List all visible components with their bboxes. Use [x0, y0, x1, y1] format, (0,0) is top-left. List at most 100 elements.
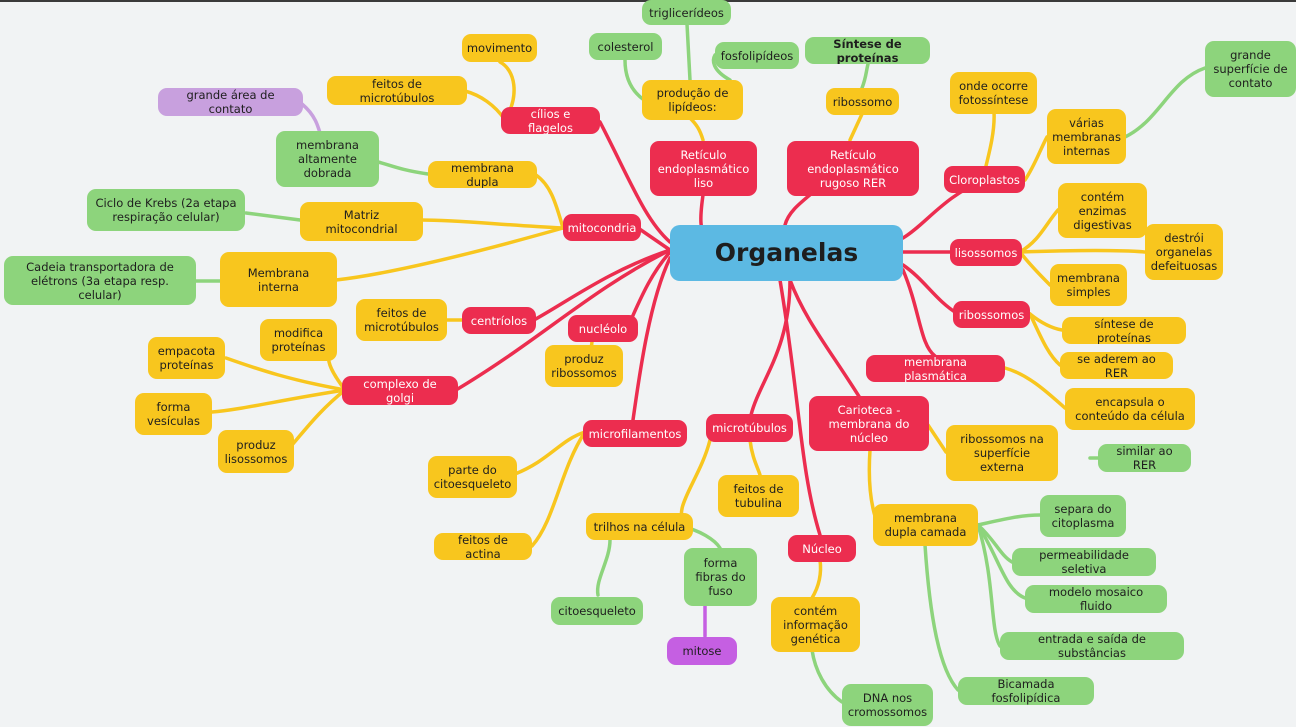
link	[976, 513, 1042, 527]
node-se-aderem[interactable]: se aderem ao RER	[1060, 352, 1173, 379]
node-grande-area[interactable]: grande área de contato	[158, 88, 303, 116]
link	[530, 430, 587, 548]
node-feitos-tubulina[interactable]: feitos de tubulina	[718, 475, 799, 517]
node-mitose[interactable]: mitose	[667, 637, 737, 665]
root-node[interactable]: Organelas	[670, 225, 903, 281]
link	[1018, 248, 1147, 254]
node-separa-citoplasma[interactable]: separa do citoplasma	[1040, 495, 1126, 537]
node-movimento[interactable]: movimento	[462, 34, 537, 62]
link	[976, 523, 1014, 564]
node-parte-citoesqueleto[interactable]: parte do citoesqueleto	[428, 456, 517, 498]
link	[810, 558, 823, 600]
link	[463, 89, 507, 122]
node-dna[interactable]: DNA nos cromossomos	[842, 684, 933, 726]
link	[788, 278, 862, 400]
node-ribossomos[interactable]: ribossomos	[953, 301, 1030, 328]
link	[860, 62, 870, 90]
node-membrana-simples[interactable]: membrana simples	[1050, 264, 1127, 306]
link	[210, 388, 347, 414]
node-membrana-interna[interactable]: Membrana interna	[220, 252, 337, 307]
node-encapsula[interactable]: encapsula o conteúdo da célula	[1065, 388, 1195, 430]
node-reticulo-liso[interactable]: Retículo endoplasmático liso	[650, 141, 757, 196]
link	[513, 430, 587, 476]
node-entrada-saida[interactable]: entrada e saída de substâncias	[1000, 632, 1184, 660]
link	[848, 112, 864, 142]
node-produz-ribossomos[interactable]: produz ribossomos	[545, 345, 623, 387]
link	[419, 218, 565, 230]
node-cilios-flagelos[interactable]: cílios e flagelos	[501, 107, 600, 134]
node-membrana-dupla[interactable]: membrana dupla	[428, 161, 537, 188]
node-reticulo-rugoso[interactable]: Retículo endoplasmático rugoso RER	[787, 141, 919, 196]
link	[631, 256, 672, 422]
link	[1028, 312, 1062, 367]
node-sintese-proteinas[interactable]: síntese de proteínas	[1062, 317, 1186, 344]
link	[532, 248, 672, 322]
node-destroi[interactable]: destrói organelas defeituosas	[1145, 224, 1223, 280]
link	[534, 173, 565, 230]
node-mosaico[interactable]: modelo mosaico fluido	[1025, 585, 1167, 613]
node-membrana-dupla-camada[interactable]: membrana dupla camada	[873, 504, 978, 546]
link	[748, 438, 762, 477]
link	[688, 116, 705, 142]
link	[1018, 250, 1052, 287]
link	[976, 523, 1002, 648]
node-citoesqueleto[interactable]: citoesqueleto	[551, 597, 643, 625]
node-cloroplastos[interactable]: Cloroplastos	[944, 166, 1025, 193]
node-nucleolo[interactable]: nucléolo	[568, 315, 638, 342]
node-fosfolipideos[interactable]: fosfolipídeos	[715, 42, 799, 69]
node-contem-enzimas[interactable]: contém enzimas digestivas	[1058, 183, 1147, 238]
node-carioteca[interactable]: Carioteca - membrana do núcleo	[809, 396, 929, 451]
node-trigliceridios[interactable]: triglicerídeos	[642, 0, 731, 25]
node-grande-superficie[interactable]: grande superfície de contato	[1205, 41, 1296, 97]
link	[901, 263, 960, 316]
node-nucleo[interactable]: Núcleo	[788, 535, 856, 562]
node-empacota[interactable]: empacota proteínas	[148, 337, 225, 379]
node-cadeia[interactable]: Cadeia transportadora de elétrons (3a et…	[4, 256, 196, 305]
node-ribossomos-superficie[interactable]: ribossomos na superfície externa	[946, 425, 1058, 481]
node-producao-lipideos[interactable]: produção de lipídeos:	[642, 80, 743, 120]
node-onde-ocorre[interactable]: onde ocorre fotossíntese	[950, 72, 1037, 114]
link	[1003, 366, 1067, 410]
node-mitocondria[interactable]: mitocondria	[563, 214, 641, 241]
node-sintese-proteinas-top[interactable]: Síntese de proteínas	[805, 37, 930, 64]
node-produz-lisossomos[interactable]: produz lisossomos	[218, 430, 294, 473]
node-membrana-dobrada[interactable]: membrana altamente dobrada	[276, 131, 379, 187]
node-microfilamentos[interactable]: microfilamentos	[583, 420, 687, 447]
link	[244, 211, 302, 222]
link	[1123, 66, 1207, 139]
node-similar-rer[interactable]: similar ao RER	[1098, 444, 1191, 472]
link	[983, 110, 996, 172]
node-complexo-golgi[interactable]: complexo de golgi	[342, 376, 458, 405]
link	[685, 22, 692, 82]
link	[926, 423, 948, 454]
link	[810, 648, 844, 704]
link	[290, 388, 347, 447]
node-feitos-microtubulos-c[interactable]: feitos de microtúbulos	[356, 299, 447, 341]
node-ciclo-krebs[interactable]: Ciclo de Krebs (2a etapa respiração celu…	[87, 189, 245, 231]
link	[636, 226, 672, 252]
node-feitos-actina[interactable]: feitos de actina	[434, 533, 532, 560]
node-contem-informacao[interactable]: contém informação genética	[771, 597, 860, 652]
link	[595, 538, 612, 597]
link	[923, 543, 960, 692]
link	[376, 160, 430, 176]
node-colesterol[interactable]: colesterol	[589, 33, 662, 60]
node-permeabilidade[interactable]: permeabilidade seletiva	[1012, 548, 1156, 576]
node-ribossomo[interactable]: ribossomo	[826, 88, 899, 115]
node-microtubulos[interactable]: microtúbulos	[706, 414, 793, 442]
node-modifica-proteinas[interactable]: modifica proteínas	[260, 319, 337, 361]
node-trilhos[interactable]: trilhos na célula	[586, 513, 693, 540]
link	[224, 356, 347, 392]
node-lisossomos[interactable]: lisossomos	[950, 239, 1022, 266]
node-matriz[interactable]: Matriz mitocondrial	[300, 202, 423, 241]
node-forma-fibras[interactable]: forma fibras do fuso	[684, 548, 757, 606]
node-membrana-plasmatica[interactable]: membrana plasmática	[866, 355, 1005, 382]
link	[1028, 312, 1064, 332]
node-feitos-microtubulos[interactable]: feitos de microtúbulos	[327, 76, 467, 105]
node-forma-vesiculas[interactable]: forma vesículas	[135, 393, 212, 435]
node-centriolos[interactable]: centríolos	[462, 307, 536, 334]
node-bicamada[interactable]: Bicamada fosfolipídica	[958, 677, 1094, 705]
link	[1018, 208, 1060, 254]
node-varias-membranas[interactable]: várias membranas internas	[1047, 109, 1126, 164]
link	[628, 250, 672, 324]
